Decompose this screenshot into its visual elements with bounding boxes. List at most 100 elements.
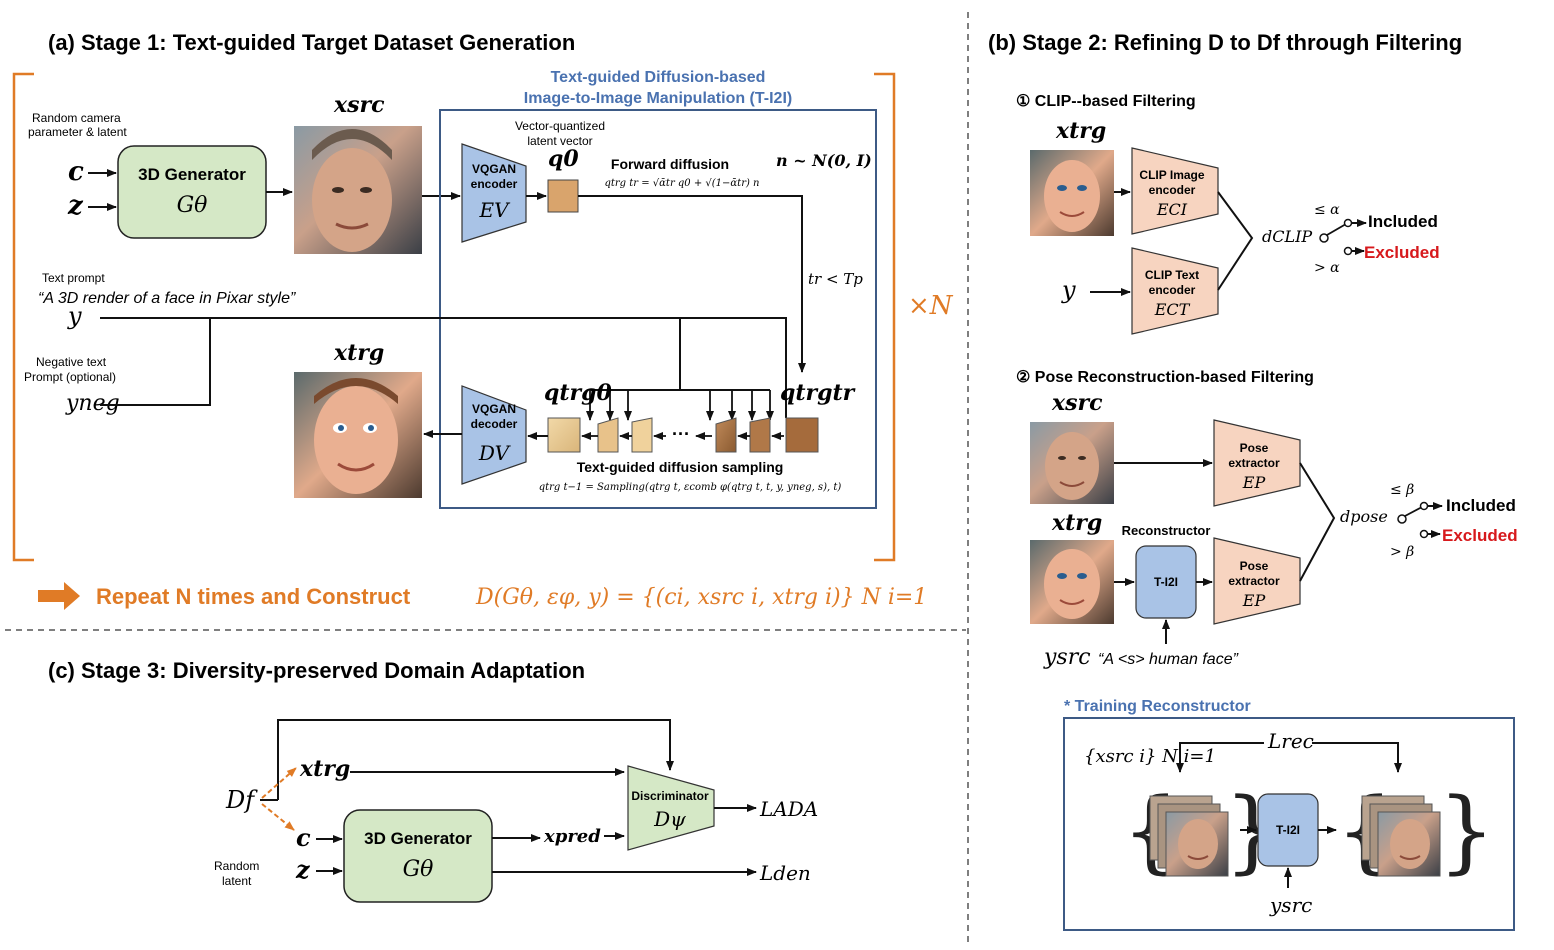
d-clip-label: dCLIP [1262,227,1312,246]
right-bracket [874,72,896,562]
vqgan-encoder [461,143,527,243]
noise-label: n ~ N(0, I) [776,151,872,170]
source-face-image [294,126,422,254]
pose-included-node [1419,501,1429,511]
decoder-label-1: VQGAN [472,402,516,416]
clip-filter-title: ① CLIP--based Filtering [1016,93,1196,110]
clip-x-trg-label: xtrg [1055,118,1106,144]
repeat-text: Repeat N times and Construct [96,584,411,609]
text-prompt-label: Text prompt [42,271,105,285]
clip-switch-lever [1326,223,1347,236]
pose1-symbol: EP [1242,473,1266,492]
train-ti2i-label: T-I2I [1276,823,1300,837]
clip-img-label-1: CLIP Image [1139,168,1204,182]
clip-merge-lines [1217,191,1254,291]
d-f-label: Df [225,786,258,814]
text-prompt: “A 3D render of a face in Pixar style” [38,290,296,307]
encoder-label-2: encoder [471,177,518,191]
sample-tile-1 [597,417,619,453]
training-title: * Training Reconstructor [1064,698,1251,715]
clip-text-encoder [1131,247,1219,335]
stage3-gen-symbol: Gθ [403,857,434,882]
generator-label: 3D Generator [138,165,246,184]
stage3-c-label: c [296,823,311,852]
q0-tile [547,179,579,213]
random-latent-1: Random [214,859,259,873]
x-src-set-label: {xsrc i} N i=1 [1084,746,1216,767]
c-input: c [68,157,84,187]
stage3-generator-box [343,809,493,903]
l-rec-label: Lrec [1267,729,1314,753]
clip-txt-label-1: CLIP Text [1145,268,1199,282]
pose-switch-lever [1404,506,1423,517]
clip-txt-label-2: encoder [1149,283,1196,297]
random-cam-label-2: parameter & latent [28,125,127,139]
y-label: y [67,302,82,330]
df-top-loop [277,719,674,800]
pose-switch-pivot [1397,514,1407,524]
target-face-image [294,372,422,498]
stage3-x-trg-label: xtrg [299,756,350,782]
pose2-symbol: EP [1242,591,1266,610]
vq-label-1: Vector-quantized [515,119,605,133]
q0-trg-label: qtrg0 [544,380,613,406]
q0-label: q0 [548,146,579,172]
times-n: ×N [908,291,954,321]
clip-excluded-label: Excluded [1364,243,1440,262]
sample-tile-3 [715,417,737,453]
clip-image-encoder [1131,147,1219,235]
x-pred-label: xpred [543,826,601,847]
training-out-stack [1361,795,1441,877]
pose-filter-title: ② Pose Reconstruction-based Filtering [1016,369,1314,386]
pose2-label-2: extractor [1228,574,1280,588]
pose-extractor-2 [1213,537,1301,625]
forward-eq: qtrg tr = √ᾱtr q0 + √(1−ᾱtr) n [604,178,759,189]
clip-switch-pivot [1319,233,1329,243]
le-beta-label: ≤ β [1390,482,1414,498]
sampling-title: Text-guided diffusion sampling [577,459,784,475]
reconstructor-t-i2i: T-I2I [1154,575,1178,589]
vqgan-decoder [461,385,527,485]
discriminator [627,765,715,851]
l-rec-path-right [1312,742,1402,773]
pose-excluded-node [1419,529,1429,539]
pose-excluded-label: Excluded [1442,526,1518,545]
clip-included-node [1343,218,1353,228]
clip-excluded-node [1343,246,1353,256]
t-i2i-title-2: Image-to-Image Manipulation (T-I2I) [524,90,792,107]
sampling-eq: qtrg t−1 = Sampling(qtrg t, εcomb φ(qtrg… [539,482,842,493]
generator-box [117,145,267,239]
random-cam-label-1: Random camera [32,111,121,125]
train-y-src-label: ysrc [1269,893,1312,917]
qtr-trg-tile [785,417,819,453]
disc-symbol: Dψ [653,807,686,831]
sample-tile-4 [749,417,771,453]
training-src-stack [1149,795,1229,877]
qtr-trg-label: qtrgtr [780,380,856,406]
vq-label-2: latent vector [527,134,592,148]
pose2-label-1: Pose [1240,559,1269,573]
pose-target-image [1030,540,1114,624]
reconstructor-label: Reconstructor [1122,523,1211,538]
disc-label: Discriminator [631,789,709,803]
clip-included-label: Included [1368,212,1438,231]
pose1-label-1: Pose [1240,441,1269,455]
decoder-label-2: decoder [471,417,518,431]
encoder-label-1: VQGAN [472,162,516,176]
decoder-symbol: DV [478,441,512,465]
x-trg-label: xtrg [333,340,384,366]
left-bracket [12,72,34,562]
d-pose-label: dpose [1340,507,1388,526]
stage1-title: (a) Stage 1: Text-guided Target Dataset … [48,30,575,55]
clip-y-label: y [1061,276,1076,304]
pose-merge-lines [1299,462,1336,582]
prompt-s-label: “A <s> human face” [1098,651,1239,668]
clip-txt-symbol: ECT [1154,300,1191,319]
pose-x-src-label: xsrc [1051,390,1103,416]
stage3-gen-label: 3D Generator [364,829,472,848]
stage3-title: (c) Stage 3: Diversity-preserved Domain … [48,658,585,683]
q0-trg-tile [547,417,581,453]
t-i2i-title-1: Text-guided Diffusion-based [551,69,766,86]
y-line [100,317,787,418]
